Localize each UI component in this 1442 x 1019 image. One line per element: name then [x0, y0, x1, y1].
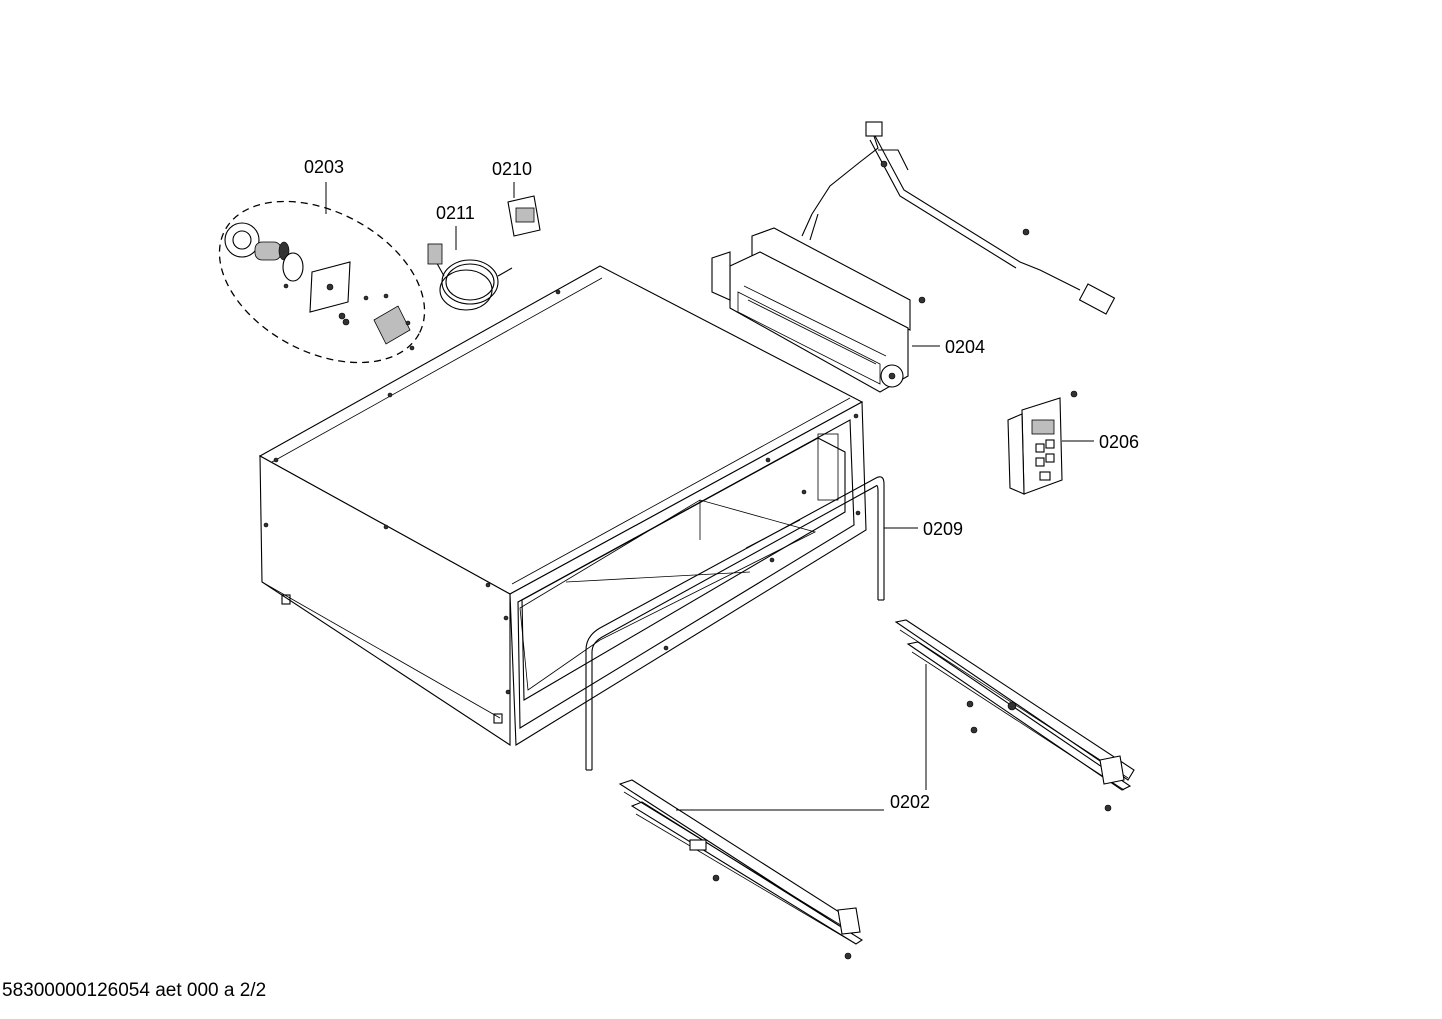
label-0202: 0202 — [890, 792, 930, 812]
label-0206: 0206 — [1099, 432, 1139, 452]
document-code: 58300000126054 aet 000 a 2/2 — [2, 980, 267, 1001]
seal-frame-0209 — [585, 476, 885, 771]
rail-left-0202 — [618, 779, 864, 960]
control-panel-0206 — [1007, 390, 1078, 495]
drawer-housing — [258, 265, 867, 747]
label-0211: 0211 — [436, 203, 475, 223]
label-0203: 0203 — [304, 157, 344, 177]
label-0210: 0210 — [492, 159, 532, 179]
rail-right-0202 — [894, 619, 1135, 812]
switch-assembly-0203 — [218, 200, 426, 364]
label-0204: 0204 — [945, 337, 985, 357]
label-0209: 0209 — [923, 519, 963, 539]
wiring-harness — [801, 121, 1116, 315]
part-labels: 0203 0210 0211 0204 0206 0209 0202 — [304, 157, 1139, 812]
leader-lines — [325, 182, 1094, 811]
module-0210 — [507, 195, 541, 237]
power-cord-0211 — [427, 243, 513, 311]
fan-assembly-0204 — [711, 227, 926, 393]
